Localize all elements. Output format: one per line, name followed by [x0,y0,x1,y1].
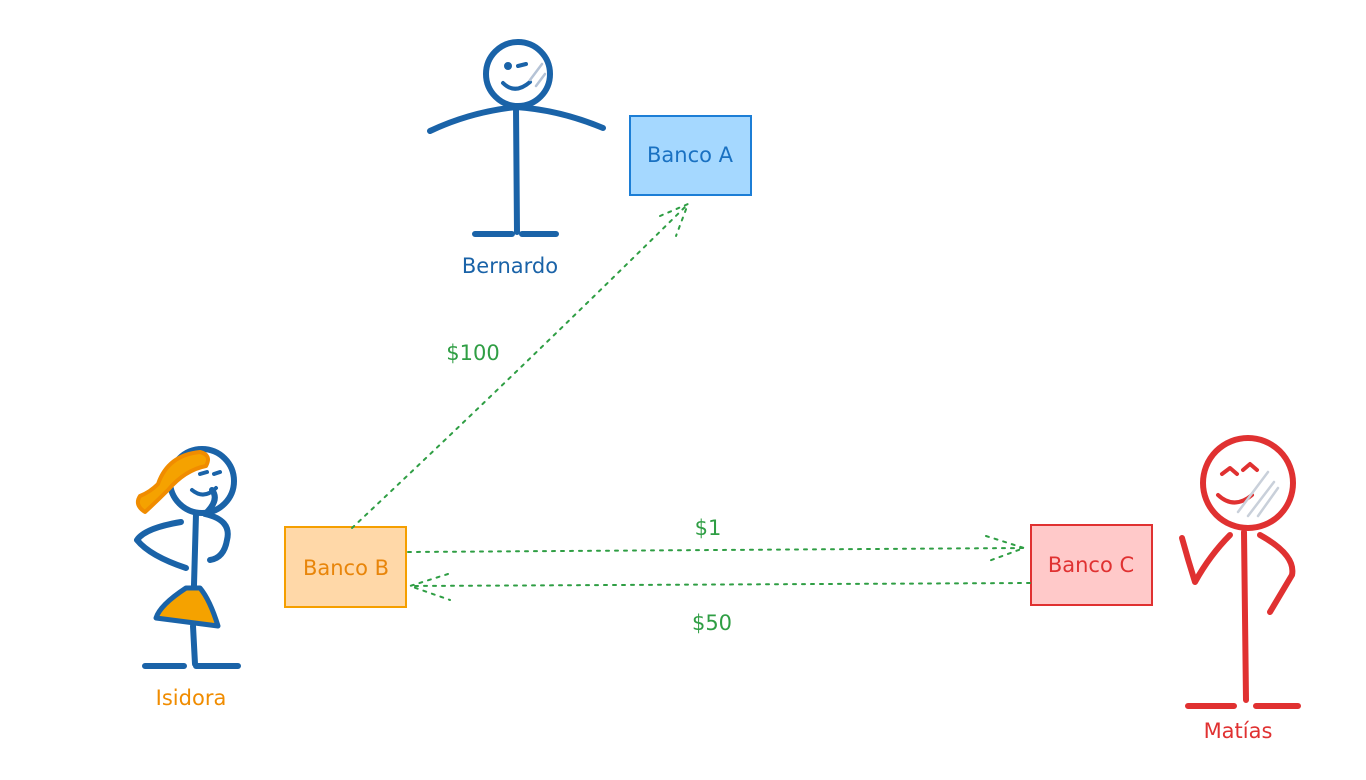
arrow-b-to-a [351,203,689,529]
isidora-name: Isidora [156,686,227,710]
isidora-arm-right [202,487,231,563]
arrow-b-to-c-head [985,535,1028,563]
isidora-legs [190,623,198,667]
banco-c: Banco C [1030,524,1153,606]
banco-a: Banco A [629,115,752,196]
banco-b: Banco B [284,526,407,608]
isidora-skirt [153,585,221,629]
matias-arm-right [1257,532,1296,615]
arrow-b-to-a-head [659,202,690,237]
matias-eyes [1220,462,1259,476]
bernardo-hatch [528,62,547,88]
banco-b-label: Banco B [303,556,389,580]
bernardo-eye-right [516,62,528,68]
banco-a-label: Banco A [647,143,734,167]
bernardo-eye-left [504,62,512,70]
bernardo-figure [427,39,606,237]
arrow-c-to-b-head [406,573,451,601]
matias-arm-left [1179,532,1233,585]
matias-hatch [1236,470,1280,518]
transfer-c-to-b-amount: $50 [692,611,732,635]
matias-body [1241,529,1249,703]
banco-b-box [284,526,407,608]
isidora-arm-left [134,519,189,571]
matias-head [1200,435,1296,531]
arrow-b-to-c [407,547,1025,553]
matias-figure [1179,435,1301,709]
banco-c-label: Banco C [1048,553,1134,577]
bernardo-arms [427,104,606,134]
transfer-b-to-a-amount: $100 [446,341,499,365]
matias-name: Matías [1204,719,1273,743]
transfer-b-to-c-amount: $1 [695,516,722,540]
bernardo-name: Bernardo [462,254,558,278]
isidora-eyes [198,470,222,476]
banco-a-box [629,115,752,196]
isidora-hair [135,450,210,514]
bernardo-face [501,80,532,91]
bernardo-body [513,104,520,235]
banco-c-box [1030,524,1153,606]
isidora-figure [134,446,241,669]
arrow-c-to-b [409,582,1031,587]
bernardo-head [483,39,553,109]
